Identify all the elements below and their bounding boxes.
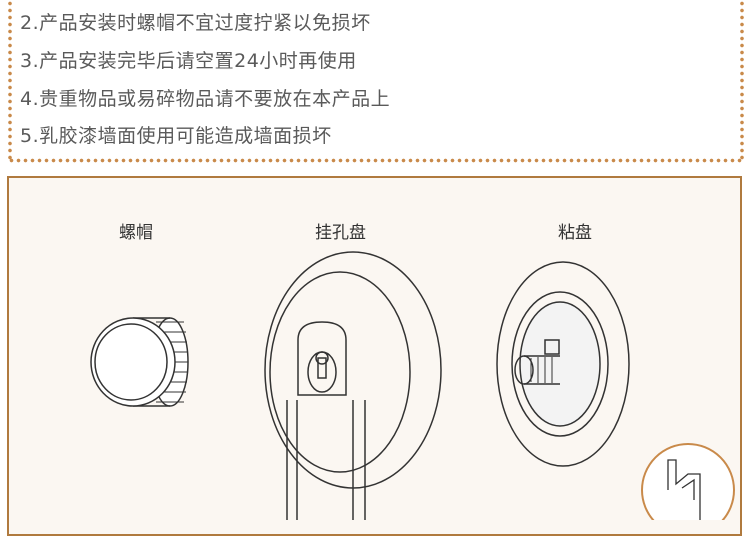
sticky-plate-drawing [496,261,630,467]
dotted-border-right [740,0,744,162]
dotted-border-bottom [8,158,744,163]
sticky-plate-label: 粘盘 [558,223,592,243]
parts-panel [7,176,742,536]
hook-plate-drawing [264,251,442,520]
parts-illustration [90,251,735,520]
note-item: 3.产品安装完毕后请空置24小时再使用 [20,50,357,72]
nut-label: 螺帽 [119,223,153,243]
note-item: 5.乳胶漆墙面使用可能造成墙面损坏 [20,125,332,147]
nut-drawing [90,317,189,407]
installation-notes: 2.产品安装时螺帽不宜过度拧紧以免损坏 3.产品安装完毕后请空置24小时再使用 … [0,0,752,170]
hook-plate-label: 挂孔盘 [315,223,366,243]
note-item: 4.贵重物品或易碎物品请不要放在本产品上 [20,88,391,110]
detail-inset [641,443,735,520]
note-item: 2.产品安装时螺帽不宜过度拧紧以免损坏 [20,12,371,34]
dotted-border-left [8,0,12,162]
